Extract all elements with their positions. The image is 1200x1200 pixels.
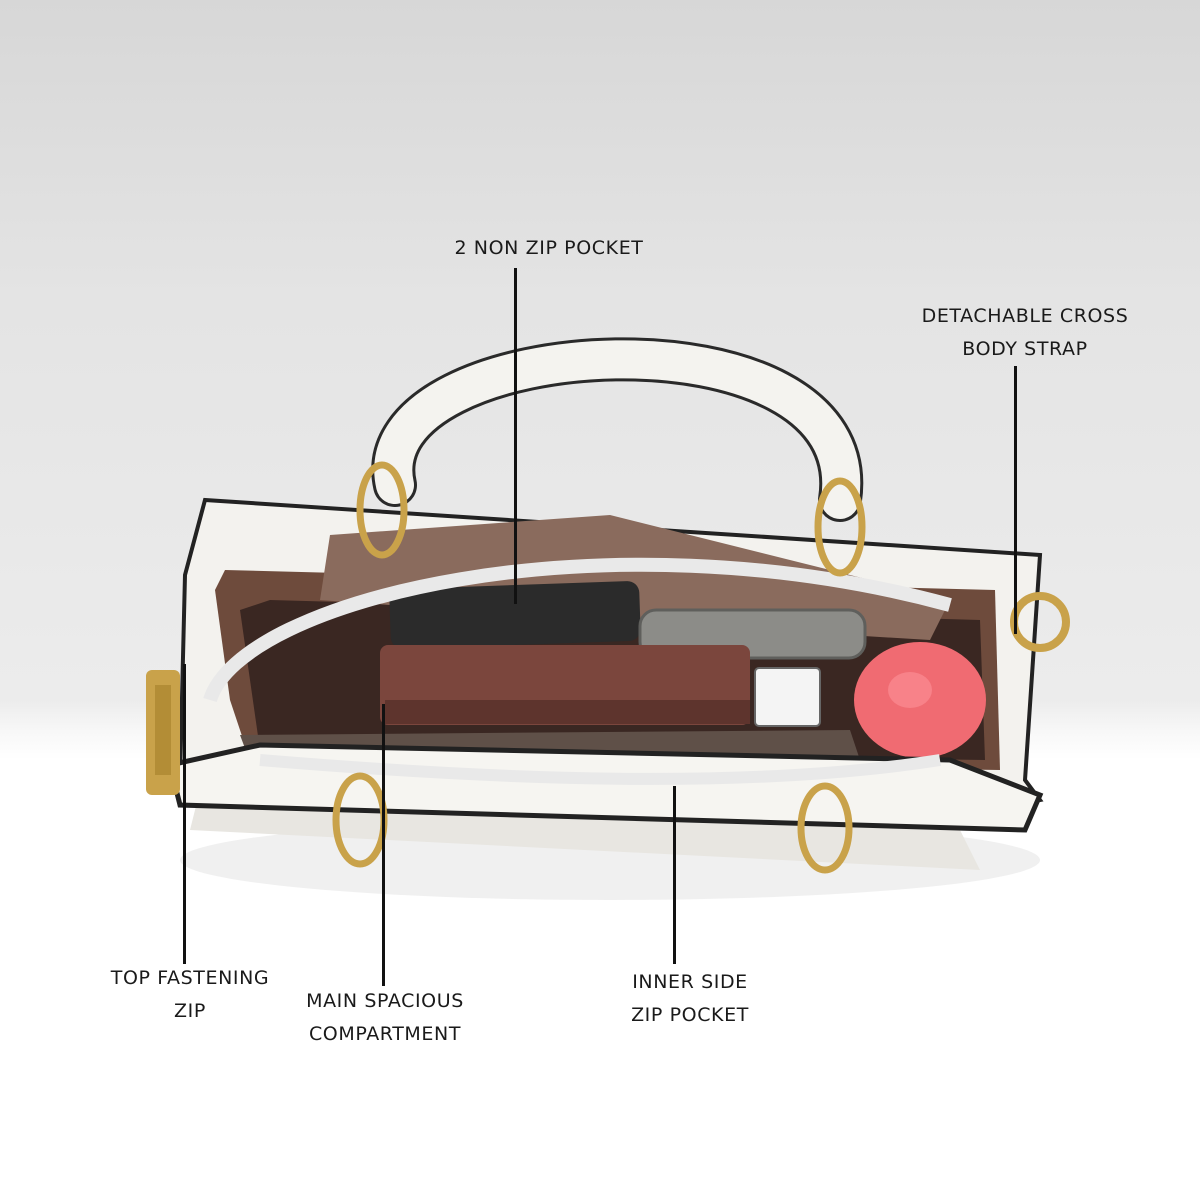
callout-text: 2 NON ZIP POCKET	[454, 237, 644, 259]
small-item	[754, 667, 821, 727]
callout-text: BODY STRAP	[962, 338, 1088, 360]
leader-line	[183, 664, 186, 964]
leader-line	[673, 786, 676, 964]
callout-text: COMPARTMENT	[308, 1023, 462, 1045]
phone	[389, 581, 641, 649]
handle-ring-left	[356, 461, 408, 559]
callout-text: DETACHABLE CROSS	[921, 305, 1129, 327]
callout-text: ZIP POCKET	[631, 1004, 749, 1026]
callout-inner-zip-pocket: INNER SIDE ZIP POCKET	[550, 966, 830, 1032]
leader-line	[382, 704, 385, 986]
leader-line	[514, 268, 517, 604]
callout-text: MAIN SPACIOUS	[306, 990, 464, 1012]
callout-text: INNER SIDE	[632, 971, 748, 993]
callout-top-zip: TOP FASTENING ZIP	[30, 962, 350, 1028]
leader-line	[1014, 366, 1017, 634]
top-zip-track	[203, 557, 952, 703]
callout-text: TOP FASTENING	[110, 967, 270, 989]
callout-main-compartment: MAIN SPACIOUS COMPARTMENT	[225, 985, 545, 1051]
handle-ring-right	[814, 477, 866, 577]
callout-non-zip-pocket: 2 NON ZIP POCKET	[384, 232, 714, 265]
callout-text: ZIP	[174, 1000, 206, 1022]
callout-crossbody-strap: DETACHABLE CROSS BODY STRAP	[860, 300, 1190, 366]
